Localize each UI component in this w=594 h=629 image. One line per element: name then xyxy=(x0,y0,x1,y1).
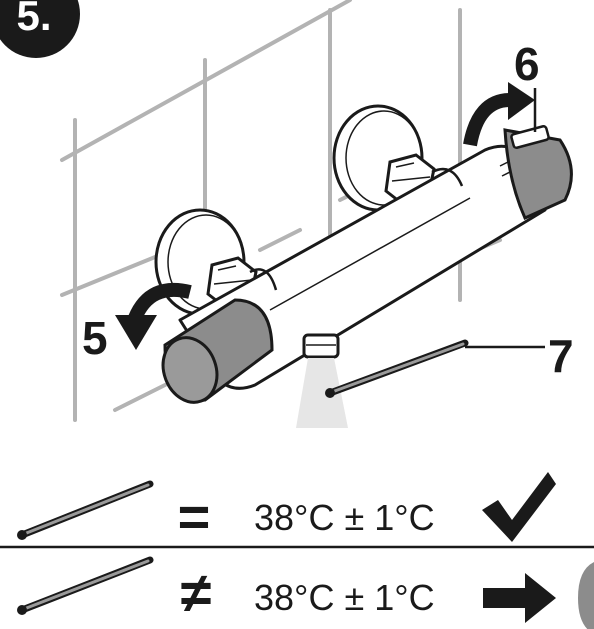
wall-tile-grid xyxy=(60,0,502,422)
thermometer-icon xyxy=(17,556,154,615)
arrow-right-icon xyxy=(483,573,556,623)
rotate-clockwise-arrow-icon xyxy=(463,82,535,147)
step-badge: 5. xyxy=(0,0,80,58)
not-equal-sign: ≠ xyxy=(181,561,212,624)
callout-label-6: 6 xyxy=(514,38,540,90)
flow-control-knob xyxy=(161,298,274,404)
thermometer-icon xyxy=(17,480,154,540)
next-step-tab xyxy=(578,562,594,629)
callout-label-5: 5 xyxy=(82,312,108,364)
checkmark-icon xyxy=(482,472,556,542)
equals-sign: = xyxy=(178,485,211,548)
callout-label-7: 7 xyxy=(548,330,574,382)
thermometer-icon xyxy=(325,339,469,398)
rotate-counterclockwise-arrow-icon xyxy=(115,282,192,350)
shower-outlet xyxy=(296,333,348,428)
target-temperature-text: 38°C ± 1°C xyxy=(254,577,435,618)
target-temperature-text: 38°C ± 1°C xyxy=(254,497,435,538)
temperature-control-knob xyxy=(499,125,573,220)
step-number: 5. xyxy=(16,0,51,39)
